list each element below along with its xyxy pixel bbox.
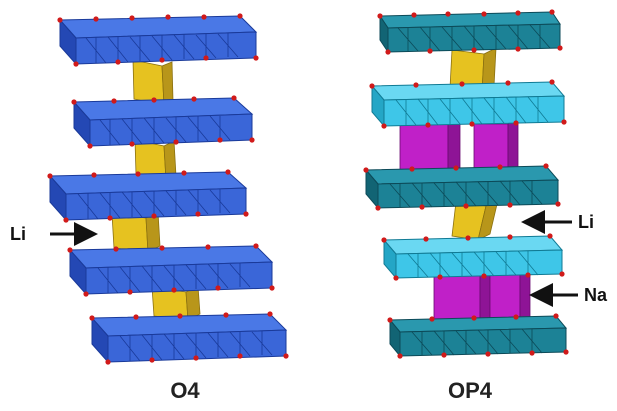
o4-structure [47,13,289,365]
o4-layer-2 [72,97,254,148]
op4-oxygen-atoms [363,9,569,359]
op4-layer-2 [370,81,566,128]
op4-li-label: Li [578,212,594,232]
o4-caption: O4 [170,378,200,403]
o4-pillar-1 [132,59,174,106]
op4-structure [363,9,569,359]
op4-layer-3 [364,165,560,210]
o4-layer-3 [48,171,248,222]
op4-layer-1 [379,11,561,54]
op4-caption: OP4 [447,378,493,403]
op4-li-pillar-2 [451,199,499,241]
op4-na-pillar-4 [489,263,531,325]
o4-li-label: Li [10,224,26,244]
op4-na-label: Na [584,285,608,305]
op4-layer-4 [382,235,564,280]
op4-na-pillar-2 [473,117,519,177]
o4-layer-5 [90,313,288,364]
op4-na-pillar-1 [399,117,461,177]
o4-oxygen-atoms [47,13,289,365]
o4-layer-4 [68,245,274,296]
op4-layer-5 [388,315,568,358]
o4-layer-1 [58,15,258,66]
